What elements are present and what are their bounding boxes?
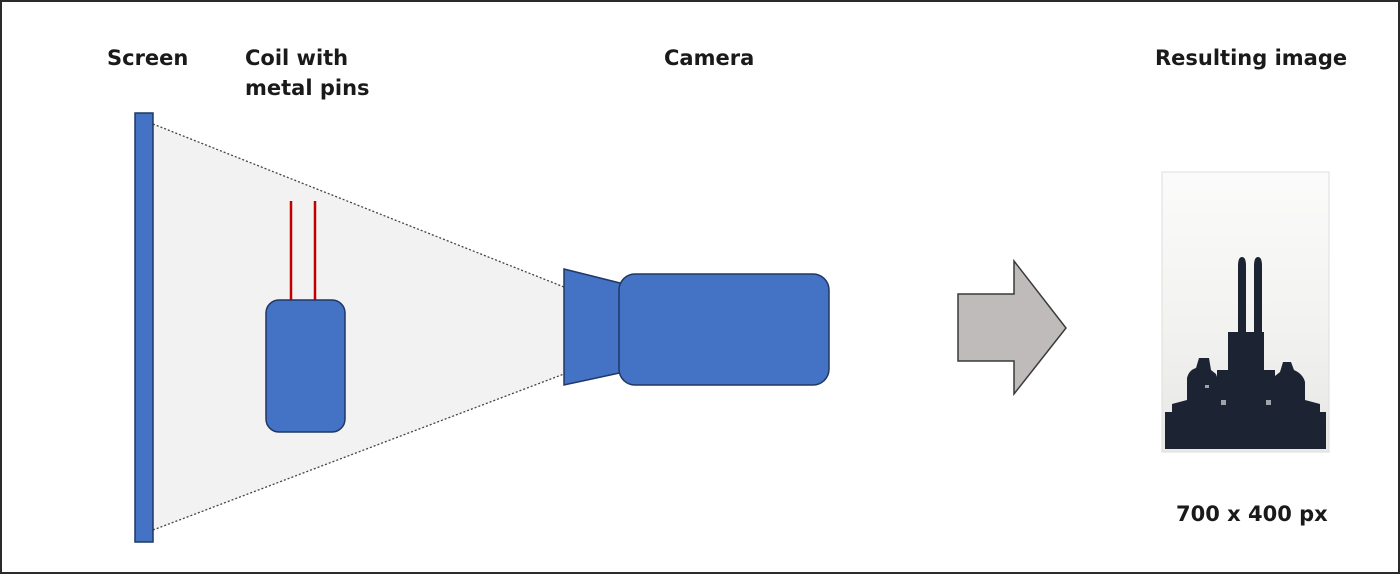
coil-label-line-2: metal pins [245,76,370,100]
field-of-view-cone [153,124,564,530]
camera-label: Camera [664,46,755,70]
camera-lens [563,268,625,386]
coil-silhouette [1165,257,1326,449]
field-of-view-bottom-edge [152,373,565,531]
resolution-label: 700 x 400 px [1176,502,1328,526]
screen-panel [134,112,154,543]
coil-label-line-1: Coil with [245,46,349,70]
screen-label: Screen [107,46,189,70]
field-of-view-top-edge [152,123,565,288]
resulting-image-label: Resulting image [1155,46,1348,70]
camera-body [618,273,830,386]
coil-label: Coil with metal pins [245,43,370,103]
silhouette-highlights [1205,385,1271,405]
resulting-image [1161,171,1330,453]
coil-body [265,299,346,433]
right-arrow-icon [957,258,1067,397]
